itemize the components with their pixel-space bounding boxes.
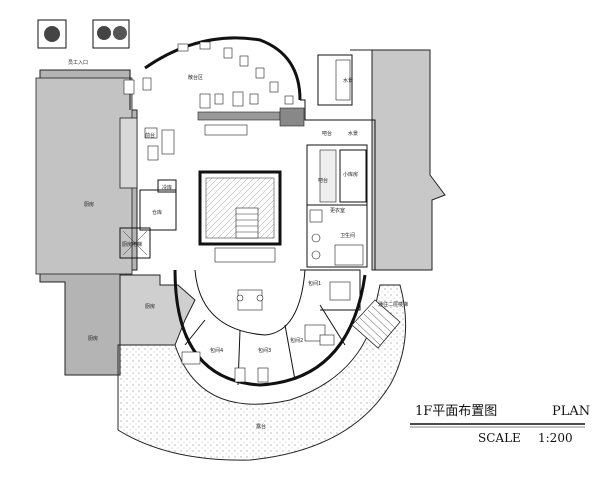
label-dining-area: 散台区: [188, 74, 203, 81]
label-kitchen-main: 厨房: [84, 201, 94, 208]
scale-label: SCALE: [478, 431, 521, 445]
private-room-furniture: [181, 247, 351, 383]
label-private-room-3: 包间3: [258, 347, 271, 354]
label-changing: 更衣室: [330, 207, 345, 214]
kitchen-lower-room: [119, 274, 196, 346]
label-small-room: 小库房: [343, 171, 358, 178]
label-private-room-2: 包间2: [290, 337, 303, 344]
label-cold-storage: 冷库: [162, 184, 172, 191]
stairs-to-second-floor: [351, 299, 401, 349]
label-storage: 仓库: [152, 209, 162, 216]
label-water-side: 水景: [348, 130, 358, 137]
label-stairs-note: 通往二层楼梯: [378, 301, 408, 308]
label-water-top: 水景: [343, 77, 353, 84]
terrace-area: [117, 284, 407, 461]
elevator-shaft: [119, 227, 151, 259]
label-restroom: 卫生间: [340, 232, 355, 239]
plan-title-en: PLAN: [552, 404, 590, 419]
stair-core: [198, 170, 282, 246]
private-rooms-shell[interactable]: [173, 269, 367, 387]
main-building-outline: [144, 36, 302, 101]
kitchen-inner-room: [35, 77, 133, 275]
label-elevator: 厨房电梯: [122, 241, 142, 248]
label-kitchen-left: 厨房: [88, 335, 98, 342]
reception-desk: [144, 127, 175, 161]
service-block: [306, 144, 368, 268]
label-bar: 吧台: [322, 130, 332, 137]
plan-title-cn: 1F平面布置图: [415, 404, 497, 419]
label-staff-entrance: 员工入口: [68, 60, 88, 66]
tree-planter-left: [37, 19, 67, 49]
label-terrace: 露台: [256, 423, 266, 430]
label-bar-counter: 吧台: [318, 177, 328, 184]
label-kitchen-lower: 厨房: [145, 303, 155, 310]
counter-band: [197, 111, 281, 121]
label-private-room-4: 包间4: [210, 347, 223, 354]
cold-storage-box: [157, 179, 177, 193]
scale-value: 1:200: [538, 431, 573, 445]
label-private-room-1: 包间1: [308, 280, 321, 287]
dining-tables-top: [123, 41, 294, 109]
label-reception: 前台: [145, 132, 155, 139]
tree-planter-right: [92, 19, 130, 49]
side-garden: [350, 49, 446, 271]
